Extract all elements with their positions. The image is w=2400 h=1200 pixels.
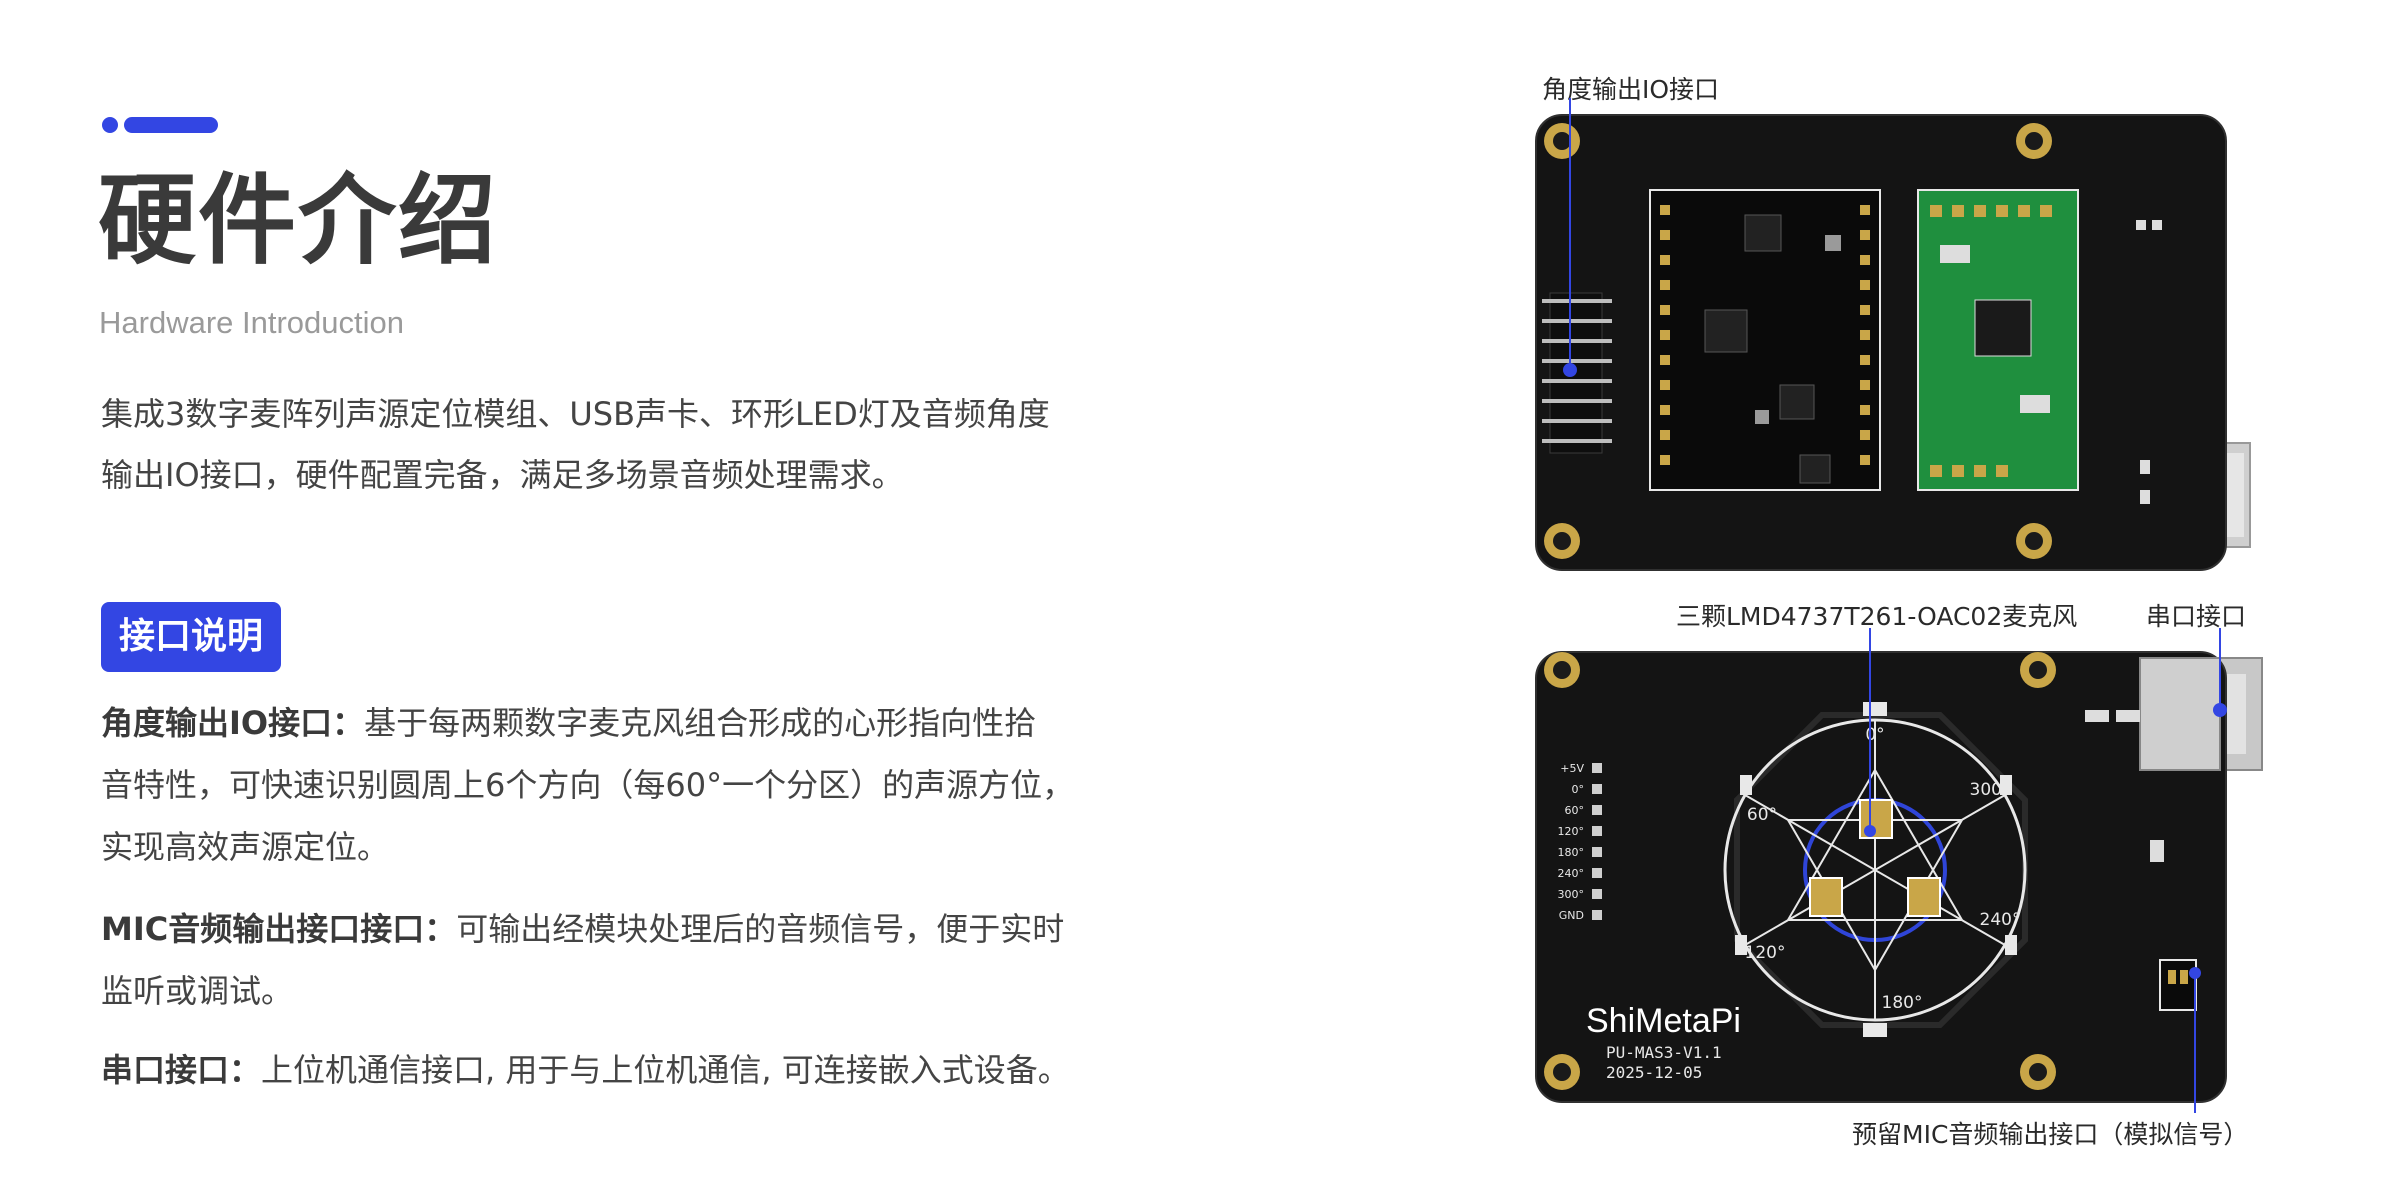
mic-output-label: MIC音频输出接口接口： (101, 910, 457, 948)
serial-label: 串口接口： (101, 1051, 262, 1089)
page-subtitle: Hardware Introduction (99, 305, 404, 340)
board-back-image (1535, 114, 2251, 571)
pin-label-gnd: GND (1559, 909, 1584, 922)
intro-line-2: 输出IO接口，硬件配置完备，满足多场景音频处理需求。 (101, 456, 904, 494)
callout-mic-out: 预留MIC音频输出接口（模拟信号） (1852, 1120, 2249, 1149)
section-tag: 接口说明 (101, 602, 282, 672)
pin-label-5v: +5V (1560, 762, 1584, 775)
angle-label-60: 60° (1747, 805, 1777, 825)
mic-output-description: MIC音频输出接口接口：可输出经模块处理后的音频信号，便于实时 监听或调试。 (101, 898, 1161, 1022)
angle-io-description: 角度输出IO接口：基于每两颗数字麦克风组合形成的心形指向性拾 音特性，可快速识别… (101, 692, 1161, 878)
pin-label-0: 0° (1572, 783, 1585, 796)
angle-label-240: 240° (1980, 910, 2021, 930)
pin-label-120: 120° (1558, 825, 1585, 838)
angle-io-label: 角度输出IO接口： (101, 704, 365, 742)
mic-output-line-1: 可输出经模块处理后的音频信号，便于实时 (456, 910, 1065, 948)
board-brand: ShiMetaPi (1586, 1002, 1741, 1040)
pin-label-300: 300° (1558, 888, 1585, 901)
pin-label-240: 240° (1558, 867, 1585, 880)
intro-line-1: 集成3数字麦阵列声源定位模组、USB声卡、环形LED灯及音频角度 (101, 395, 1050, 433)
serial-leader (2213, 628, 2227, 717)
callout-serial: 串口接口 (2146, 602, 2247, 631)
serial-line-1: 上位机通信接口, 用于与上位机通信, 可连接嵌入式设备。 (261, 1051, 1070, 1089)
mics-leader (1864, 628, 1876, 837)
angle-io-line-3: 实现高效声源定位。 (101, 828, 390, 866)
mic-out-leader (2189, 967, 2201, 1113)
board-date: 2025-12-05 (1606, 1063, 1702, 1082)
angle-label-120: 120° (1745, 943, 1786, 963)
page-title: 硬件介绍 (98, 164, 499, 278)
mic-output-line-2: 监听或调试。 (101, 972, 294, 1010)
angle-io-leader (1563, 98, 1577, 377)
pin-label-60: 60° (1565, 804, 1585, 817)
serial-description: 串口接口：上位机通信接口, 用于与上位机通信, 可连接嵌入式设备。 (101, 1039, 1161, 1101)
accent-bar (124, 117, 218, 133)
intro-text: 集成3数字麦阵列声源定位模组、USB声卡、环形LED灯及音频角度 输出IO接口，… (101, 384, 1161, 506)
pin-label-180: 180° (1558, 846, 1585, 859)
accent-dot (102, 117, 118, 133)
board-model: PU-MAS3-V1.1 (1606, 1043, 1722, 1062)
angle-label-180: 180° (1882, 993, 1923, 1013)
callout-angle-io: 角度输出IO接口 (1542, 75, 1720, 104)
angle-io-line-2: 音特性，可快速识别圆周上6个方向（每60°一个分区）的声源方位， (101, 766, 1075, 804)
callout-mics: 三颗LMD4737T261-OAC02麦克风 (1676, 602, 2078, 631)
microphones (1809, 799, 1941, 917)
angle-io-line-1: 基于每两颗数字麦克风组合形成的心形指向性拾 (364, 704, 1037, 742)
board-front-image: +5V 0° 60° 120° 180° 240° 300° GND 0° 60… (1535, 651, 2263, 1103)
